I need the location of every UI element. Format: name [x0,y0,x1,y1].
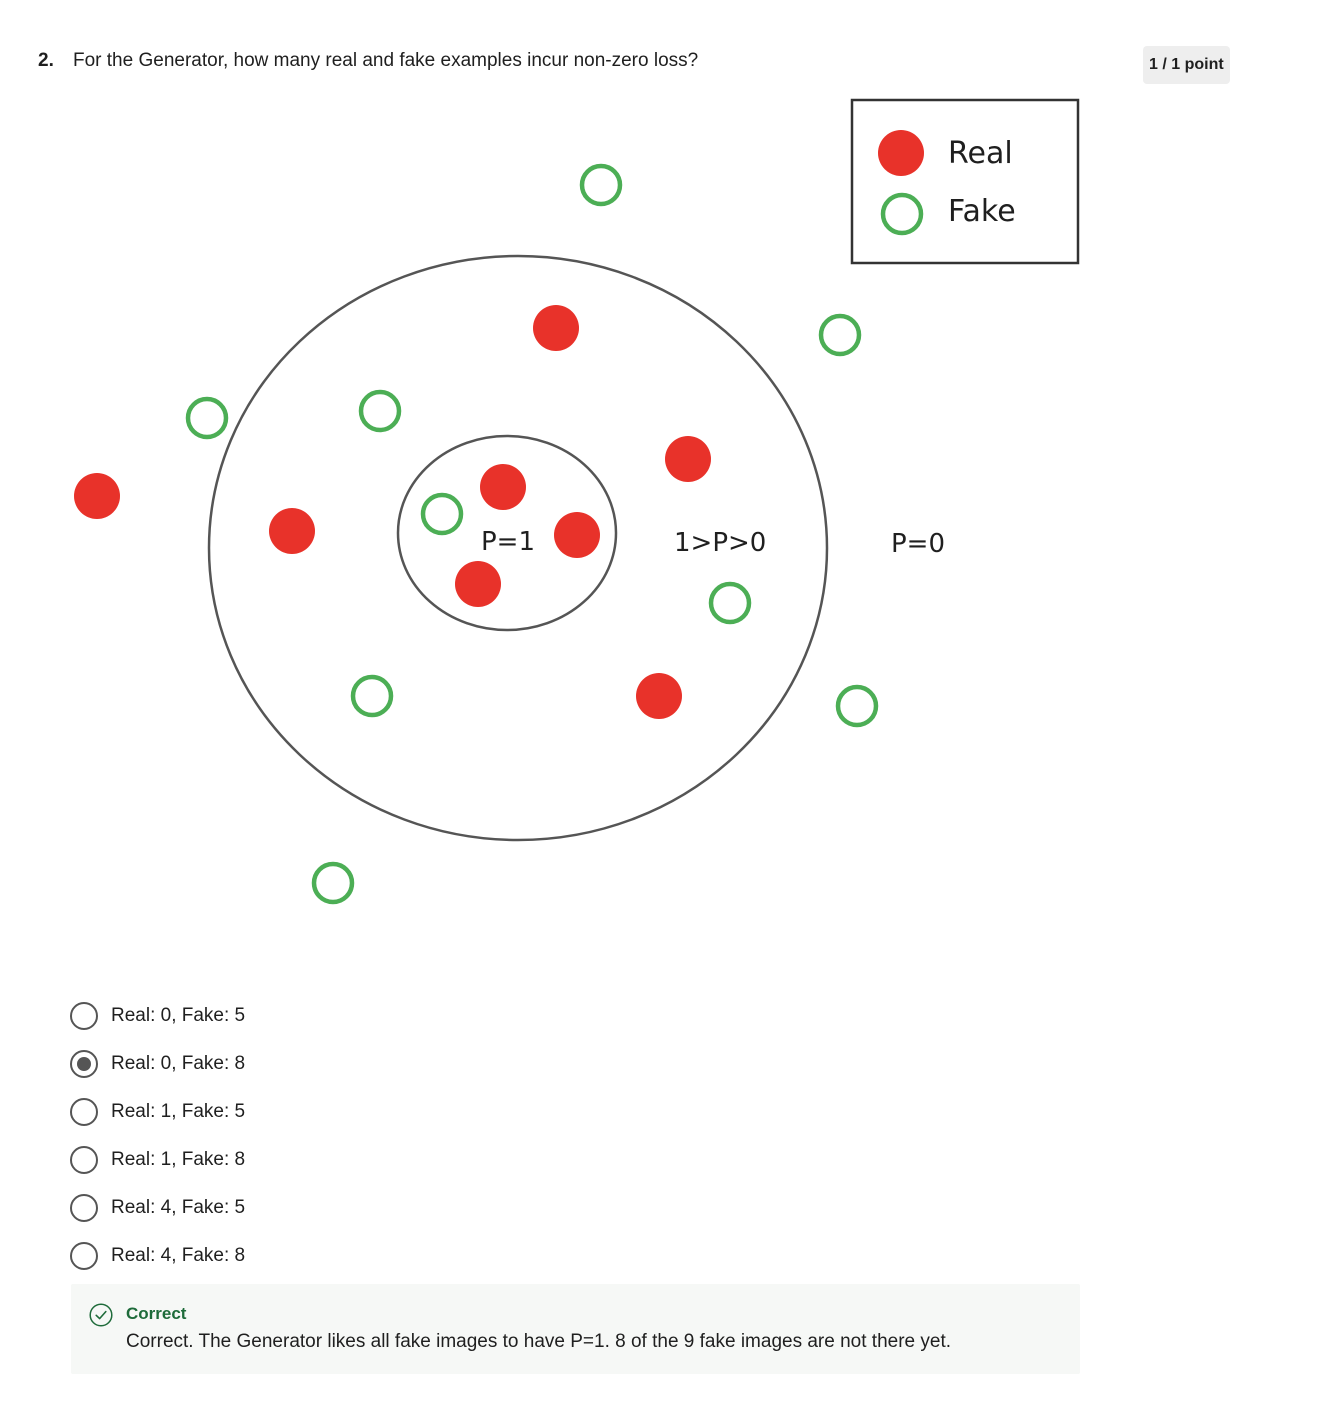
question-header: 2. For the Generator, how many real and … [38,46,1288,86]
real-point [665,436,711,482]
radio-button[interactable] [70,1002,98,1030]
check-circle-icon [89,1303,113,1327]
legend-fake-marker [880,192,924,236]
legend-box [850,98,1080,265]
fake-point [579,163,623,207]
radio-button[interactable] [70,1098,98,1126]
option-2[interactable]: Real: 1, Fake: 5 [70,1088,670,1136]
fake-point [311,861,355,905]
option-label: Real: 0, Fake: 5 [111,1005,246,1026]
inner-region-label: P=1 [481,527,535,557]
legend-fake-label: Fake [948,194,1016,229]
feedback-panel: Correct Correct. The Generator likes all… [71,1284,1080,1374]
legend-real-marker [878,130,924,176]
figure-svg: P=1 1>P>0 P=0 [74,98,1080,905]
fake-point [350,674,394,718]
fake-point [818,313,862,357]
real-point [554,512,600,558]
option-label: Real: 1, Fake: 8 [111,1149,246,1170]
option-label: Real: 1, Fake: 5 [111,1101,246,1122]
points-badge: 1 / 1 point [1143,46,1230,84]
option-0[interactable]: Real: 0, Fake: 5 [70,992,670,1040]
option-3[interactable]: Real: 1, Fake: 8 [70,1136,670,1184]
option-label: Real: 4, Fake: 8 [111,1245,246,1266]
radio-button[interactable] [70,1242,98,1270]
option-1[interactable]: Real: 0, Fake: 8 [70,1040,670,1088]
option-label: Real: 4, Fake: 5 [111,1197,246,1218]
question-figure: P=1 1>P>0 P=0 [0,90,1100,920]
real-point [455,561,501,607]
radio-button-selected[interactable] [70,1050,98,1078]
option-4[interactable]: Real: 4, Fake: 5 [70,1184,670,1232]
question-text: For the Generator, how many real and fak… [73,50,699,71]
feedback-status: Correct [126,1304,187,1323]
figure-legend: Real Fake [850,98,1080,265]
answer-options: Real: 0, Fake: 5 Real: 0, Fake: 8 Real: … [70,992,670,1280]
question-number: 2. [38,50,54,71]
option-label: Real: 0, Fake: 8 [111,1053,246,1074]
legend-real-label: Real [948,136,1013,171]
option-5[interactable]: Real: 4, Fake: 8 [70,1232,670,1280]
fake-point [708,581,752,625]
inner-region-circle [396,434,618,632]
outer-region-circle [207,254,829,842]
outer-region-label: P=0 [891,529,945,559]
real-point [480,464,526,510]
real-point [636,673,682,719]
fake-point [185,396,229,440]
fake-point [420,492,464,536]
fake-point [358,389,402,433]
feedback-message: Correct. The Generator likes all fake im… [126,1331,952,1352]
fake-examples [185,163,879,905]
middle-region-label: 1>P>0 [674,528,766,558]
real-examples [74,305,711,719]
real-point [533,305,579,351]
real-point [269,508,315,554]
radio-button[interactable] [70,1194,98,1222]
radio-button[interactable] [70,1146,98,1174]
real-point [74,473,120,519]
fake-point [835,684,879,728]
